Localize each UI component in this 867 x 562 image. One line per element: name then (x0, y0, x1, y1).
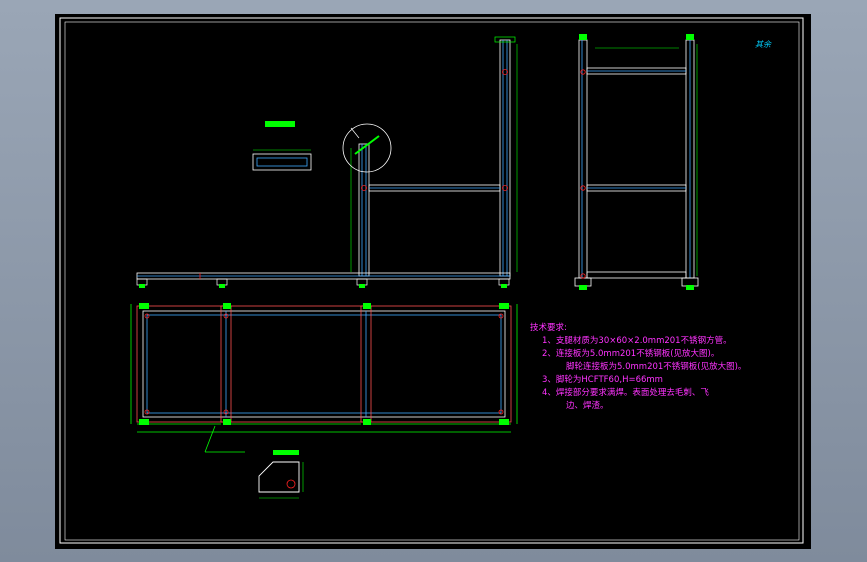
cad-drawing (59, 17, 804, 544)
sheet-inner-border (64, 21, 800, 541)
note-item: 脚轮连接板为5.0mm201不锈钢板(见放大图)。 (566, 362, 747, 372)
plate-detail (258, 450, 304, 499)
detail-circle (342, 123, 392, 173)
technical-notes: 技术要求: 1、支腿材质为30×60×2.0mm201不锈钢方管。 2、连接板为… (530, 322, 810, 413)
title-tag: 其余 (755, 40, 771, 49)
notes-heading: 技术要求: (530, 323, 567, 333)
section-view (252, 121, 312, 171)
plan-view (130, 304, 518, 453)
note-item: 边、焊渣。 (566, 401, 609, 411)
note-item: 3、脚轮为HCFTF60,H=66mm (542, 375, 663, 385)
side-view (574, 39, 699, 287)
note-item: 1、支腿材质为30×60×2.0mm201不锈钢方管。 (542, 336, 732, 346)
note-item: 4、焊接部分要求满焊。表面处理去毛刺、飞 (542, 388, 709, 398)
front-view (136, 36, 518, 288)
sheet-outer-border (59, 17, 804, 544)
cad-viewport[interactable]: 其余 技术要求: 1、支腿材质为30×60×2.0mm201不锈钢方管。 2、连… (55, 14, 811, 549)
note-item: 2、连接板为5.0mm201不锈钢板(见放大图)。 (542, 349, 720, 359)
